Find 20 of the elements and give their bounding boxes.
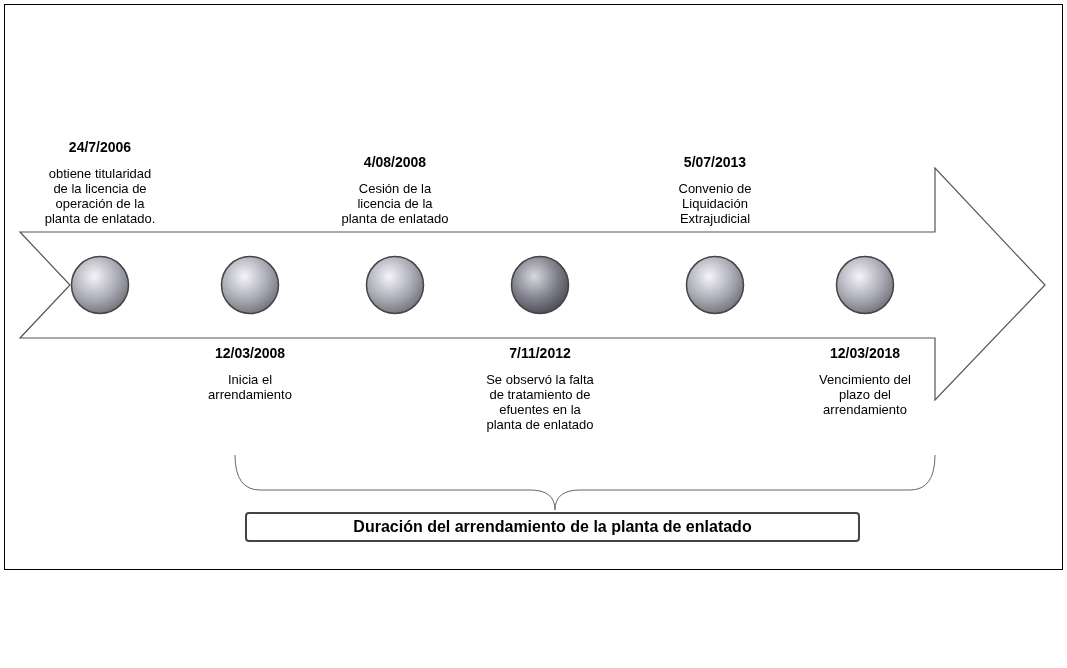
event-description: Se observó la falta de tratamiento de efuentes en la planta de enlatado [485, 372, 595, 432]
event-description: Convenio de Liquidación Extrajudicial [677, 181, 753, 226]
event-description: Vencimiento del plazo del arrendamiento [818, 372, 912, 417]
timeline-dot [70, 255, 130, 315]
event-description: Inicia el arrendamiento [207, 372, 293, 402]
timeline-dot [835, 255, 895, 315]
date-label: 5/07/2013 [683, 153, 747, 171]
duration-box [245, 512, 860, 542]
date-label: 24/7/2006 [68, 138, 132, 156]
date-label: 12/03/2008 [214, 344, 286, 362]
timeline-dot [365, 255, 425, 315]
timeline-dot [510, 255, 570, 315]
timeline-dot [685, 255, 745, 315]
event-description: obtiene titularidad de la licencia de operación de la planta de enlatado. [44, 166, 156, 226]
timeline-dot [220, 255, 280, 315]
event-description: Cesión de la licencia de la planta de enlatado [340, 181, 450, 226]
date-label: 4/08/2008 [363, 153, 427, 171]
date-label: 12/03/2018 [829, 344, 901, 362]
duration-text: Duración del arrendamiento de la planta de enlatado [353, 517, 752, 537]
date-label: 7/11/2012 [509, 344, 571, 362]
